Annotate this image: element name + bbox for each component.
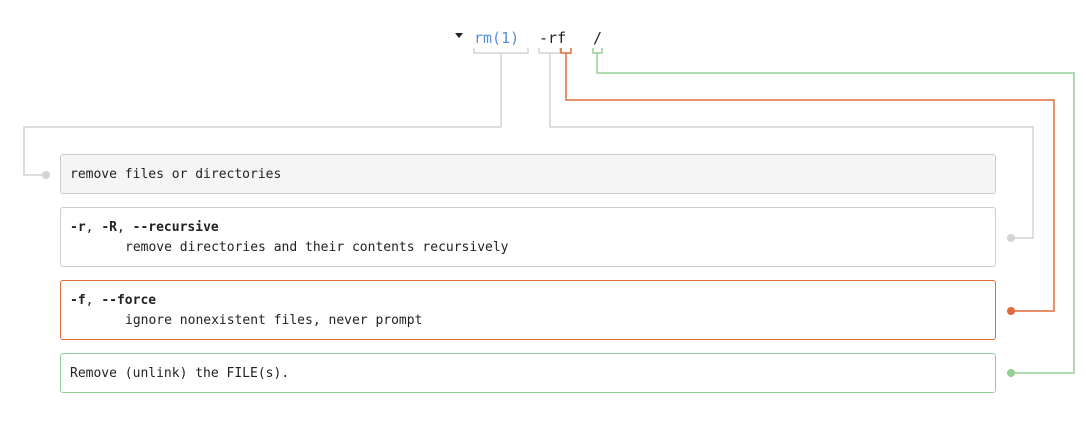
command-options[interactable]: -rf [539,29,567,47]
program-line [23,53,502,176]
force-dot [1007,307,1015,315]
recursive-line [549,53,1034,239]
force-underline [560,48,572,54]
force-description: ignore nonexistent files, never prompt [125,313,423,328]
argument-connector [592,48,1075,377]
option-separator: , [85,293,102,308]
force-connector [560,48,1055,315]
program-dot [42,171,50,179]
option-short-R: -R [101,220,117,235]
option-separator: , [116,220,133,235]
option-separator: , [85,220,102,235]
force-option-names: -f, --force [70,291,986,311]
option-long-force: --force [101,293,157,308]
explanation-program-text: remove files or directories [70,167,282,182]
program-underline [473,48,529,54]
force-line [565,53,1055,312]
recursive-option-names: -r, -R, --recursive [70,218,986,238]
recursive-description: remove directories and their contents re… [125,240,509,255]
command-argument[interactable]: / [593,29,603,47]
explanation-argument-text: Remove (unlink) the FILE(s). [70,366,290,381]
option-long-recursive: --recursive [132,220,219,235]
argument-underline [592,48,603,54]
explanation-program: remove files or directories [60,154,996,194]
recursive-underline [538,48,561,54]
argument-line [596,53,1075,374]
argument-dot [1007,369,1015,377]
recursive-connector [538,48,1034,242]
explanation-recursive: -r, -R, --recursive remove directories a… [60,207,996,267]
recursive-dot [1007,234,1015,242]
command-program-link[interactable]: rm(1) [474,29,520,47]
caret-down-icon[interactable] [455,33,463,38]
option-short-r: -r [70,220,86,235]
explanation-argument: Remove (unlink) the FILE(s). [60,353,996,393]
program-connector [23,48,529,179]
explanation-force: -f, --force ignore nonexistent files, ne… [60,280,996,340]
option-short-f: -f [70,293,86,308]
